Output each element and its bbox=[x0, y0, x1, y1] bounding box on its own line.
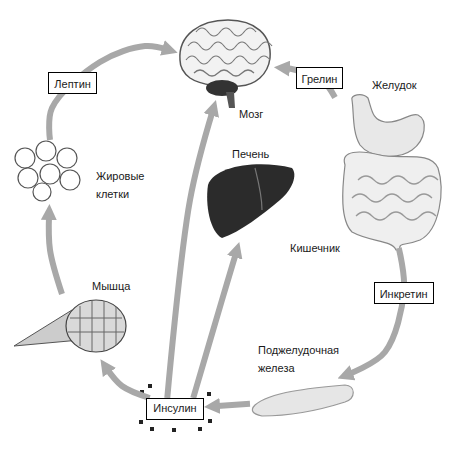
fat-cell bbox=[15, 148, 35, 168]
stomach-figure bbox=[343, 95, 441, 250]
hormone-box: Инкретин bbox=[374, 282, 434, 304]
organ-label: Поджелудочная железа bbox=[258, 344, 339, 374]
organ-node: ЖелудокКишечник bbox=[335, 92, 443, 248]
hormone-label: Лептин bbox=[54, 78, 91, 91]
fat-cells-figure bbox=[15, 141, 80, 201]
hormone-box: Лептин bbox=[48, 72, 97, 94]
organ-label: Мозг bbox=[239, 108, 263, 120]
intestine-shape bbox=[343, 152, 441, 250]
organ-label: Жировые клетки bbox=[96, 170, 144, 200]
intestine-coil bbox=[356, 212, 436, 220]
organ-node: Поджелудочная железа bbox=[250, 380, 360, 420]
fat-cell bbox=[60, 170, 80, 190]
organ-label: Мышца bbox=[92, 280, 130, 292]
intestine-coil bbox=[352, 194, 432, 202]
liver-shape bbox=[207, 164, 294, 238]
dot bbox=[207, 392, 211, 396]
dot bbox=[139, 420, 143, 424]
organ-node: Жировые клетки bbox=[12, 140, 84, 204]
hormone-label: Инсулин bbox=[153, 402, 196, 415]
dot bbox=[208, 419, 212, 423]
hormone-arrow bbox=[347, 248, 404, 375]
brain-figure bbox=[180, 20, 272, 108]
organ-label: Желудок bbox=[372, 79, 417, 91]
dot bbox=[150, 427, 154, 431]
hormone-box: Инсулин bbox=[146, 398, 204, 420]
muscle-figure bbox=[14, 300, 126, 352]
organ-node: Мозг bbox=[178, 18, 274, 100]
brain-shape bbox=[180, 20, 270, 87]
pancreas-figure bbox=[252, 385, 353, 416]
liver-lobe-line bbox=[255, 168, 262, 210]
brain-gyrus bbox=[186, 56, 270, 64]
fat-cell bbox=[57, 148, 77, 168]
dot bbox=[172, 428, 176, 432]
muscle-belly bbox=[66, 300, 126, 352]
brain-stem bbox=[226, 92, 235, 108]
brain-gyrus bbox=[196, 28, 256, 36]
fat-cell bbox=[40, 164, 60, 184]
hormone-arrow bbox=[214, 404, 250, 406]
fat-cell bbox=[33, 183, 51, 201]
hormone-arrow bbox=[106, 368, 150, 398]
hormone-label: Грелин bbox=[302, 73, 338, 86]
hormone-arrow bbox=[49, 214, 62, 294]
pancreas-shape bbox=[252, 385, 353, 416]
fat-cell bbox=[36, 141, 56, 161]
dot bbox=[198, 427, 202, 431]
stomach-shape bbox=[352, 95, 424, 157]
organ-node: Мышца bbox=[12, 294, 130, 360]
hormone-arrow bbox=[49, 46, 168, 140]
muscle-fibres bbox=[68, 301, 124, 351]
organ-node: Печень bbox=[203, 160, 300, 242]
hormone-label: Инкретин bbox=[380, 288, 428, 301]
brain-gyrus bbox=[194, 70, 254, 76]
hormone-box: Грелин bbox=[296, 67, 344, 89]
dot bbox=[148, 384, 152, 388]
brain-gyrus bbox=[188, 42, 272, 50]
liver-figure bbox=[207, 164, 294, 238]
organ-label: Печень bbox=[232, 148, 269, 160]
hormone-arrow bbox=[193, 252, 236, 398]
insulin-dots bbox=[139, 384, 212, 432]
organ-label: Кишечник bbox=[290, 242, 340, 254]
intestine-coil bbox=[358, 176, 438, 184]
fat-cell bbox=[18, 168, 38, 188]
